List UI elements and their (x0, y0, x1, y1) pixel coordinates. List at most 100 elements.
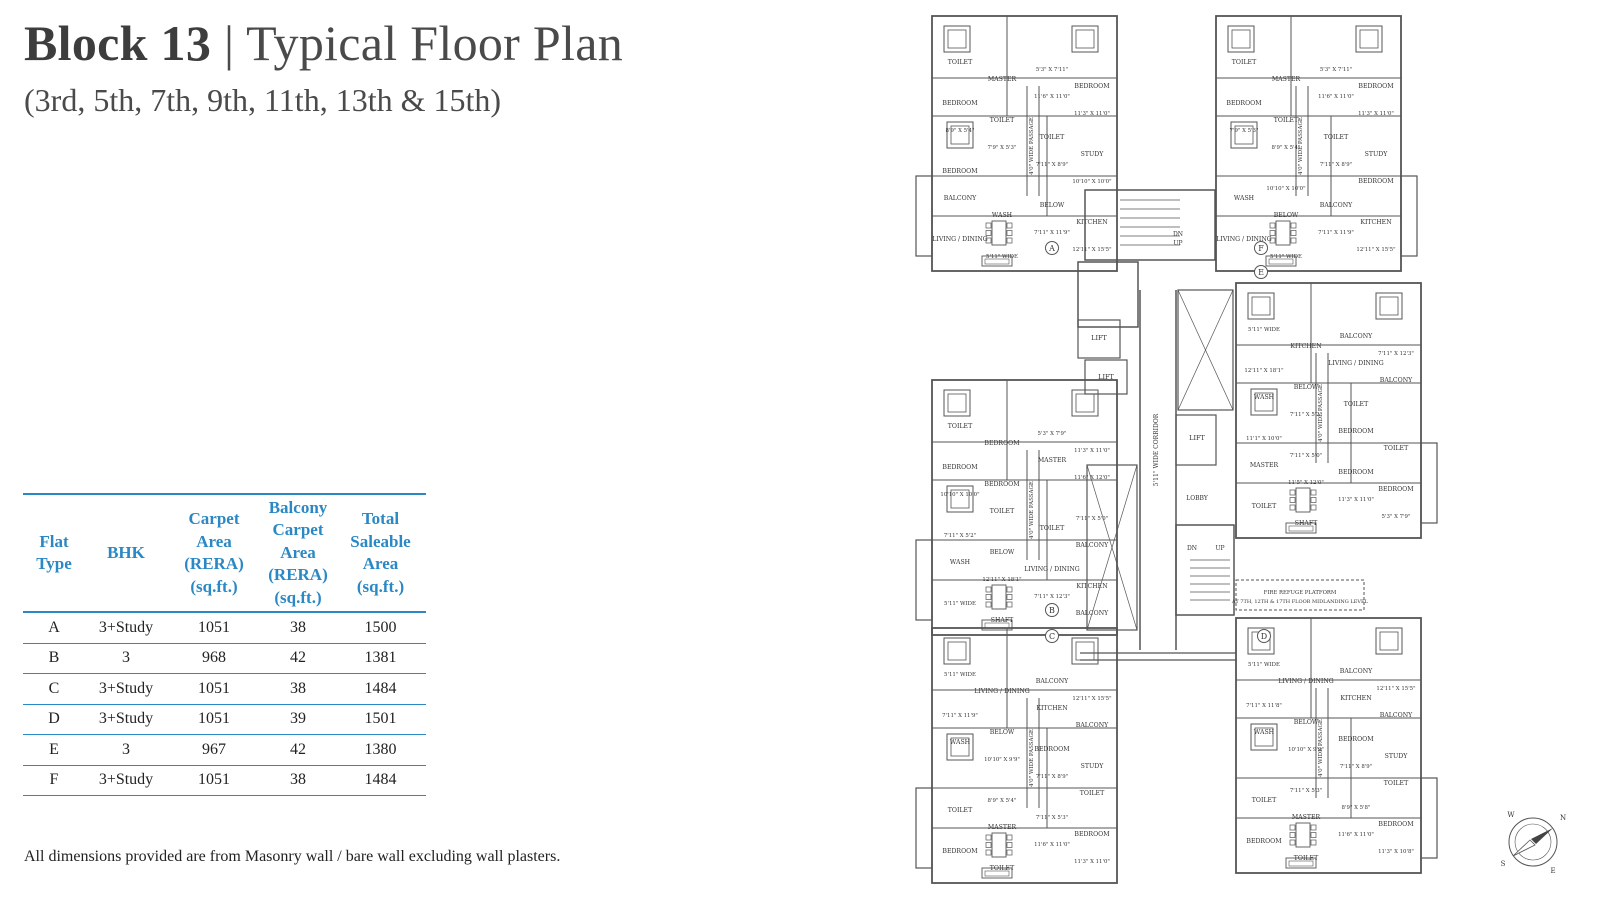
room-label: BELOW (990, 549, 1015, 556)
room-dimension: 7'11" X 11'9" (1318, 230, 1354, 236)
room-dimension: 7'11" X 11'8" (1246, 703, 1282, 709)
dining-table-icon (1275, 220, 1291, 246)
staircase-outline (1084, 189, 1216, 261)
room-dimension: 11'3" X 11'0" (1338, 497, 1374, 503)
room-dimension: 8'9" X 5'4" (988, 798, 1017, 804)
dining-chair (1006, 594, 1013, 600)
dining-chair (1006, 586, 1013, 593)
room-dimension: 5'11" WIDE (944, 601, 976, 607)
flat-outline-a (931, 15, 1118, 272)
room-dimension: 11'3" X 11'0" (1074, 111, 1110, 117)
passage-label: 4'0" WIDE PASSAGE (1029, 117, 1035, 175)
dining-chair (1290, 230, 1297, 236)
plan-title: | Typical Floor Plan (211, 15, 624, 71)
balcony-outline (915, 787, 933, 869)
bed-mattress (947, 393, 967, 413)
room-label: BALCONY (1076, 610, 1109, 617)
room-label: LIVING / DINING (932, 236, 988, 243)
room-dimension: 8'9" X 5'4" (946, 128, 975, 134)
compass-inner-ring (1514, 823, 1552, 861)
room-dimension: 10'10" X 9'9" (1288, 747, 1324, 753)
room-label: KITCHEN (1290, 343, 1322, 350)
column-header-line: Area (196, 531, 232, 551)
column-header-line: (sq.ft.) (190, 576, 238, 596)
compass-needle-icon (1531, 828, 1553, 844)
compass-north-label: N (1560, 814, 1566, 822)
room-label: TOILET (1344, 401, 1369, 408)
column-header-line: Balcony (268, 497, 328, 517)
passage-label: 4'0" WIDE PASSAGE (1029, 481, 1035, 539)
room-dimension: 7'11" X 5'2" (944, 533, 976, 539)
flat-marker-circle (1045, 241, 1059, 255)
room-label: MASTER (1250, 462, 1279, 469)
sofa-seat (1268, 258, 1294, 265)
room-label: WASH (992, 212, 1013, 219)
compass-west-label: W (1507, 811, 1515, 819)
dining-chair (1310, 489, 1317, 496)
room-label: BEDROOM (1034, 746, 1070, 753)
shaft-cross (1177, 289, 1234, 411)
room-label: BELOW (990, 729, 1015, 736)
room-label: KITCHEN (1340, 695, 1372, 702)
floors-subtitle: (3rd, 5th, 7th, 9th, 11th, 13th & 15th) (24, 82, 502, 118)
flat-marker-circle (1254, 265, 1268, 279)
room-label: TOILET (1384, 445, 1409, 452)
dining-chair (1290, 222, 1297, 229)
dining-chair (985, 842, 992, 848)
bed-icon (1250, 388, 1278, 416)
table-cell: 1051 (167, 612, 261, 644)
compass-needle-icon (1512, 839, 1536, 857)
table-cell: E (23, 734, 85, 766)
table-cell: 3+Study (85, 612, 167, 644)
table-cell: 3+Study (85, 704, 167, 735)
room-dimension: 7'11" X 5'0" (1290, 453, 1322, 459)
table-cell: 42 (261, 643, 335, 674)
dining-chair (1006, 230, 1013, 236)
bed-frame (1247, 292, 1275, 320)
bed-mattress (950, 737, 970, 757)
bed-mattress (1075, 641, 1095, 661)
table-cell: 1500 (335, 612, 426, 644)
room-dimension: 7'9" X 5'3" (988, 145, 1017, 151)
room-label: MASTER (988, 76, 1017, 83)
room-dimension: 7'11" X 8'9" (1340, 764, 1372, 770)
room-label: BALCONY (1076, 722, 1109, 729)
room-label: BALCONY (1320, 202, 1353, 209)
stair-dn-label: DN (1173, 231, 1183, 238)
room-label: BEDROOM (1358, 83, 1394, 90)
lift-label: LIFT (1098, 373, 1114, 381)
room-dimension: 7'11" X 12'3" (1378, 351, 1414, 357)
flat-marker-letter: C (1049, 632, 1055, 641)
room-label: TOILET (1040, 525, 1065, 532)
dining-chair (1289, 504, 1296, 511)
room-label: SHAFT (1295, 520, 1318, 527)
sofa-icon (1285, 522, 1317, 534)
room-dimension: 11'5" X 12'0" (1288, 480, 1324, 486)
dining-chair (1006, 834, 1013, 841)
flat-outline-f (1215, 15, 1402, 272)
flat-outline-e (1235, 282, 1422, 539)
bed-mattress (950, 125, 970, 145)
shaft-cross (1086, 464, 1138, 631)
table-cell: 1381 (335, 643, 426, 674)
bed-icon (946, 121, 974, 149)
dining-chair (1310, 839, 1317, 846)
dining-chair (985, 222, 992, 229)
room-dimension: 10'10" X 10'0" (1072, 179, 1111, 185)
room-dimension: 12'11" X 18'1" (982, 577, 1021, 583)
room-dimension: 11'6" X 11'0" (1034, 94, 1070, 100)
room-dimension: 11'6" X 11'0" (1338, 832, 1374, 838)
dining-table-icon (991, 220, 1007, 246)
room-label: BEDROOM (1074, 831, 1110, 838)
flat-marker-letter: B (1049, 606, 1055, 615)
table-cell: C (23, 673, 85, 705)
room-dimension: 7'11" X 5'3" (1290, 788, 1322, 794)
room-label: BELOW (1274, 212, 1299, 219)
room-dimension: 11'6" X 11'0" (1318, 94, 1354, 100)
table-cell: A (23, 612, 85, 644)
corridor-label: 5'11" WIDE CORRIDOR (1153, 413, 1160, 486)
dining-chair (1289, 832, 1296, 838)
